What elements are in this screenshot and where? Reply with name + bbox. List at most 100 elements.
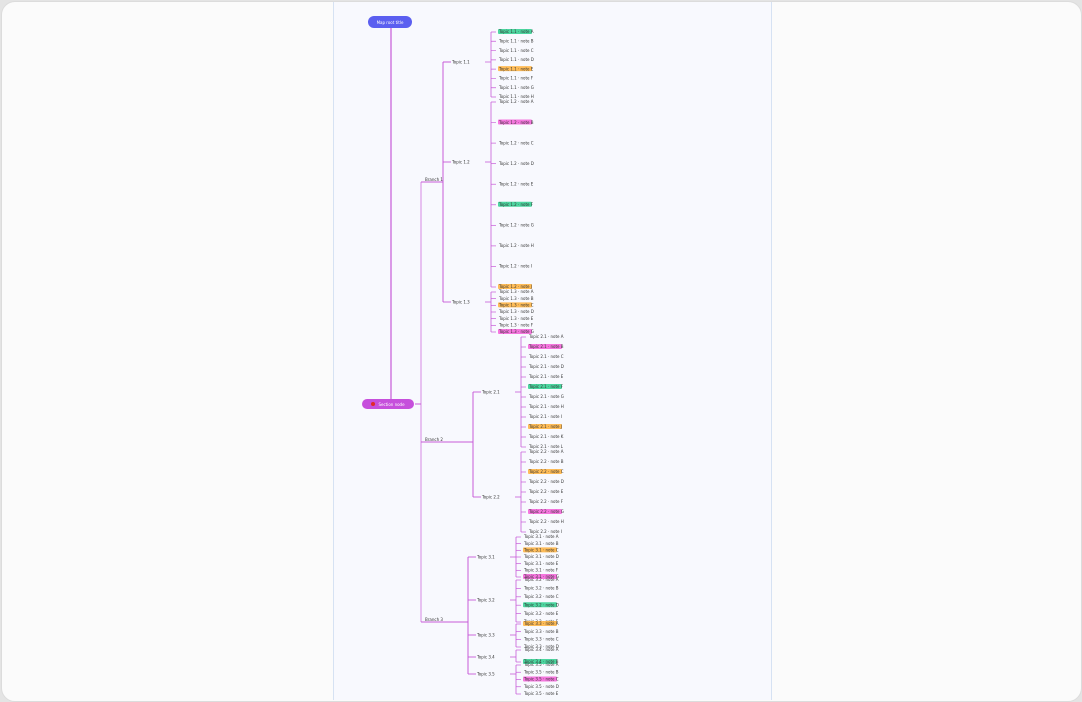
note-item[interactable]: Topic 2.1 · note L [528, 444, 564, 449]
note-item[interactable]: Topic 2.2 · note B [528, 459, 564, 464]
note-item[interactable]: Topic 3.2 · note A [523, 577, 559, 582]
note-item[interactable]: Topic 3.1 · note A [523, 534, 559, 539]
topic-label[interactable]: Topic 1.3 [451, 300, 470, 305]
note-item[interactable]: Topic 2.1 · note D [528, 364, 564, 369]
note-item[interactable]: Topic 2.1 · note K [528, 434, 564, 439]
topic-label[interactable]: Topic 3.3 [476, 633, 495, 638]
highlight-mark [498, 119, 532, 125]
note-item[interactable]: Topic 1.3 · note F [498, 323, 534, 328]
note-item[interactable]: Topic 3.4 · note A [523, 647, 559, 652]
highlight-mark [528, 509, 562, 514]
highlight-mark [523, 659, 557, 664]
note-item[interactable]: Topic 1.1 · note H [498, 94, 534, 99]
subroot-node-label: Section node [378, 401, 405, 407]
note-item[interactable]: Topic 2.2 · note I [528, 529, 562, 534]
note-item[interactable]: Topic 3.1 · note D [523, 554, 559, 559]
note-item[interactable]: Topic 1.2 · note G [498, 223, 534, 228]
note-item[interactable]: Topic 2.2 · note F [528, 499, 564, 504]
note-item[interactable]: Topic 1.2 · note J [498, 284, 532, 289]
note-item[interactable]: Topic 1.1 · note D [498, 57, 534, 62]
note-item[interactable]: Topic 1.2 · note C [498, 140, 534, 145]
note-item[interactable]: Topic 1.1 · note B [498, 38, 534, 43]
note-item[interactable]: Topic 3.5 · note C [523, 677, 559, 682]
note-item[interactable]: Topic 1.1 · note C [498, 48, 534, 53]
note-item[interactable]: Topic 3.4 · note B [523, 659, 559, 664]
note-item[interactable]: Topic 1.2 · note F [498, 202, 534, 207]
note-item[interactable]: Topic 3.5 · note A [523, 662, 559, 667]
note-item[interactable]: Topic 2.1 · note J [528, 424, 562, 429]
note-item[interactable]: Topic 1.3 · note A [498, 289, 534, 294]
root-node-label: Map root title [376, 19, 404, 25]
note-item[interactable]: Topic 1.2 · note H [498, 243, 534, 248]
note-item[interactable]: Topic 3.1 · note B [523, 541, 559, 546]
note-item[interactable]: Topic 1.2 · note B [498, 120, 534, 125]
note-item[interactable]: Topic 1.2 · note D [498, 161, 534, 166]
note-item[interactable]: Topic 1.3 · note B [498, 296, 534, 301]
note-item[interactable]: Topic 3.2 · note D [523, 602, 559, 607]
note-item[interactable]: Topic 1.1 · note A [498, 29, 534, 34]
note-item[interactable]: Topic 3.2 · note B [523, 586, 559, 591]
note-item[interactable]: Topic 1.2 · note I [498, 264, 532, 269]
note-item[interactable]: Topic 2.1 · note C [528, 354, 564, 359]
topic-label[interactable]: Topic 2.2 [481, 495, 500, 500]
note-item[interactable]: Topic 2.2 · note C [528, 469, 564, 474]
note-item[interactable]: Topic 3.3 · note B [523, 629, 559, 634]
note-item[interactable]: Topic 3.1 · note E [523, 561, 559, 566]
note-item[interactable]: Topic 2.1 · note B [528, 344, 564, 349]
note-item[interactable]: Topic 1.3 · note D [498, 309, 534, 314]
note-item[interactable]: Topic 3.1 · note G [523, 574, 559, 579]
note-item[interactable]: Topic 2.2 · note E [528, 489, 564, 494]
note-item[interactable]: Topic 3.5 · note B [523, 669, 559, 674]
topic-label[interactable]: Topic 1.2 [451, 160, 470, 165]
note-item[interactable]: Topic 3.5 · note E [523, 691, 559, 696]
note-item[interactable]: Topic 1.2 · note E [498, 181, 534, 186]
highlight-mark [498, 29, 532, 34]
branch-label[interactable]: Branch 3 [425, 617, 443, 622]
note-item[interactable]: Topic 1.3 · note E [498, 316, 534, 321]
highlight-mark [498, 284, 532, 289]
note-item[interactable]: Topic 3.1 · note F [523, 568, 559, 573]
note-item[interactable]: Topic 3.2 · note C [523, 594, 559, 599]
topic-label[interactable]: Topic 3.2 [476, 598, 495, 603]
note-item[interactable]: Topic 2.2 · note H [528, 519, 564, 524]
note-item[interactable]: Topic 3.3 · note D [523, 644, 559, 649]
note-item[interactable]: Topic 1.2 · note A [498, 99, 534, 104]
highlight-mark [528, 469, 562, 474]
note-item[interactable]: Topic 3.2 · note E [523, 611, 559, 616]
note-item[interactable]: Topic 2.1 · note G [528, 394, 564, 399]
highlight-mark [528, 384, 562, 389]
branch-label[interactable]: Branch 1 [425, 177, 443, 182]
subroot-node[interactable]: Section node [362, 399, 414, 409]
note-item[interactable]: Topic 2.1 · note F [528, 384, 564, 389]
root-node[interactable]: Map root title [368, 16, 412, 28]
topic-label[interactable]: Topic 3.1 [476, 555, 495, 560]
highlight-mark [498, 302, 532, 308]
note-item[interactable]: Topic 1.1 · note E [498, 66, 534, 71]
note-item[interactable]: Topic 2.1 · note I [528, 414, 562, 419]
mindmap-canvas[interactable]: Branch 1 Topic 1.1 Topic 1.1 · note A Topic… [333, 2, 772, 700]
note-item[interactable]: Topic 2.2 · note D [528, 479, 564, 484]
note-item[interactable]: Topic 2.1 · note H [528, 404, 564, 409]
note-item[interactable]: Topic 1.1 · note G [498, 85, 534, 90]
note-item[interactable]: Topic 3.3 · note C [523, 637, 559, 642]
topic-label[interactable]: Topic 3.4 [476, 655, 495, 660]
topic-label[interactable]: Topic 3.5 [476, 672, 495, 677]
marker-icon [371, 402, 376, 406]
branch-label[interactable]: Branch 2 [425, 437, 443, 442]
note-item[interactable]: Topic 2.2 · note G [528, 509, 564, 514]
mindmap-svg: Branch 1 Topic 1.1 Topic 1.1 · note A Topic… [390, 28, 564, 696]
topic-label[interactable]: Topic 2.1 [481, 390, 500, 395]
note-item[interactable]: Topic 2.2 · note A [528, 449, 564, 454]
note-item[interactable]: Topic 3.1 · note C [523, 548, 559, 553]
note-item[interactable]: Topic 2.1 · note A [528, 334, 564, 339]
note-item[interactable]: Topic 1.1 · note F [498, 76, 534, 81]
note-item[interactable]: Topic 2.1 · note E [528, 374, 564, 379]
note-item[interactable]: Topic 3.5 · note D [523, 684, 559, 689]
highlight-mark [523, 574, 557, 579]
note-item[interactable]: Topic 1.3 · note G [498, 329, 534, 334]
topic-label[interactable]: Topic 1.1 [451, 60, 470, 65]
highlight-mark [528, 424, 562, 429]
note-item[interactable]: Topic 3.3 · note A [523, 621, 559, 626]
note-item[interactable]: Topic 1.3 · note C [498, 303, 534, 308]
